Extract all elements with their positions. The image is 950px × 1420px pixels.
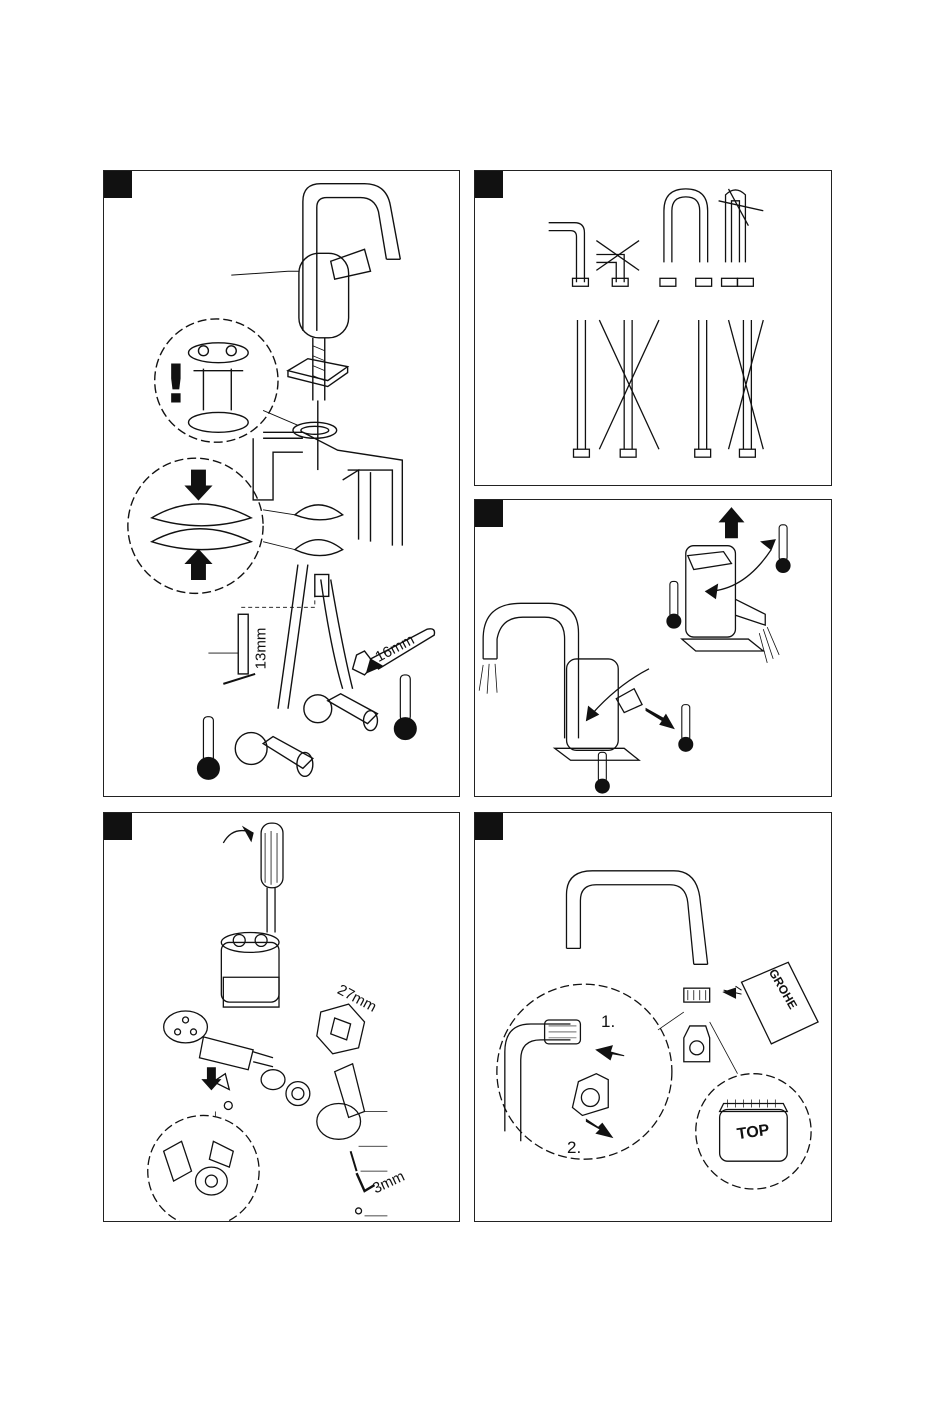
- panel-hose-bending: [474, 170, 832, 486]
- installation-diagram: !: [104, 171, 459, 796]
- arrow-head-icon: [706, 584, 718, 598]
- aerator-diagram: [475, 813, 831, 1221]
- key-size-label: 13mm: [253, 628, 268, 670]
- panel-installation: ! 16mm 13mm: [103, 170, 460, 797]
- thermometer-hot-icon: [776, 525, 790, 573]
- rotate-arrow-icon: [243, 827, 253, 841]
- arrow-up-icon: [186, 550, 212, 580]
- cartridge-diagram: [104, 813, 459, 1221]
- arrow-head-icon: [761, 540, 775, 550]
- operation-diagram: [475, 500, 831, 796]
- arrow-up-icon: [720, 508, 744, 538]
- warning-exclamation: !: [164, 352, 189, 415]
- panel-cartridge: 27mm 3mm: [103, 812, 460, 1222]
- thermometer-cold-icon: [667, 581, 681, 628]
- arrow-right-icon: [646, 709, 674, 729]
- panel-operation: [474, 499, 832, 797]
- step-1-label: 1.: [601, 1013, 615, 1030]
- thermometer-hot-icon: [394, 675, 416, 740]
- thermometer-cold-icon: [595, 752, 609, 793]
- panel-aerator: 1. 2. GROHE TOP: [474, 812, 832, 1222]
- step-2-label: 2.: [567, 1139, 581, 1156]
- thermometer-hot-icon: [679, 705, 693, 752]
- arrow-insert-icon: [596, 1046, 624, 1060]
- arrow-remove-icon: [586, 1119, 612, 1137]
- arrow-down-icon: [186, 470, 212, 500]
- arrow-left-icon: [724, 988, 736, 998]
- thermometer-cold-icon: [197, 717, 219, 780]
- hose-bending-diagram: [475, 171, 831, 485]
